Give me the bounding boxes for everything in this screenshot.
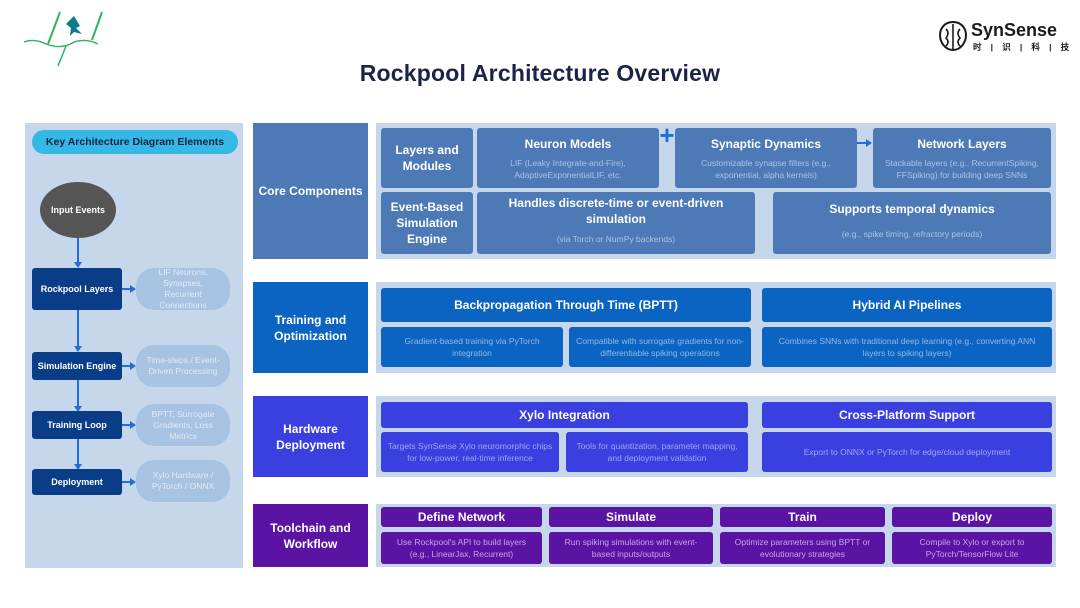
step-simulate-desc: Run spiking simulations with event-based…: [564, 537, 698, 559]
card-xylo-tools: Tools for quantization, parameter mappin…: [566, 432, 748, 472]
row-label-training: Training and Optimization: [253, 282, 368, 373]
card-bptt-pytorch: Gradient-based training via PyTorch inte…: [381, 327, 563, 367]
legend-link: [122, 288, 132, 290]
card-network-layers-desc: Stackable layers (e.g., RecurrentSpiking…: [884, 158, 1040, 180]
step-define-network-box: Use Rockpool's API to build layers (e.g.…: [381, 532, 542, 564]
step-simulate: Simulate: [549, 507, 713, 527]
rockpool-logo-icon: [23, 11, 103, 67]
card-xylo-chips: Targets SynSense Xylo neuromorphic chips…: [381, 432, 559, 472]
legend-link: [122, 481, 132, 483]
card-network-layers: Network Layers Stackable layers (e.g., R…: [873, 128, 1051, 188]
legend-input-events: Input Events: [40, 182, 116, 238]
card-cross-platform-header: Cross-Platform Support: [762, 402, 1052, 428]
legend-arrow: [74, 464, 82, 470]
legend-link: [122, 365, 132, 367]
card-discrete-title: Handles discrete-time or event-driven si…: [508, 196, 724, 226]
step-train-desc: Optimize parameters using BPTT or evolut…: [734, 537, 871, 559]
rockpool-logo: [22, 10, 104, 67]
legend-note-simulation-engine: Time-steps / Event-Driven Processing: [136, 345, 230, 387]
card-network-layers-title: Network Layers: [917, 137, 1007, 151]
card-layers-modules-label: Layers and Modules: [395, 143, 459, 173]
card-simulation-engine: Event-Based Simulation Engine: [381, 192, 473, 254]
legend-note-training-loop: BPTT, Surrogate Gradients, Loss Metrics: [136, 404, 230, 446]
step-define-network-desc: Use Rockpool's API to build layers (e.g.…: [396, 537, 527, 559]
legend-step-simulation-engine: Simulation Engine: [32, 352, 122, 380]
legend-arrow: [130, 478, 136, 486]
plus-icon: +: [659, 120, 675, 150]
legend-note-deployment: Xylo Hardware / PyTorch / ONNX: [136, 460, 230, 502]
step-deploy: Deploy: [892, 507, 1052, 527]
step-simulate-box: Run spiking simulations with event-based…: [549, 532, 713, 564]
card-hybrid-desc-box: Combines SNNs with traditional deep lear…: [762, 327, 1052, 367]
card-discrete-time: Handles discrete-time or event-driven si…: [477, 192, 755, 254]
legend-step-rockpool-layers: Rockpool Layers: [32, 268, 122, 310]
legend-arrow: [74, 262, 82, 268]
legend-arrow: [74, 406, 82, 412]
card-neuron-models-title: Neuron Models: [524, 137, 612, 151]
legend-note-rockpool-layers: LIF Neurons, Synapses, Recurrent Connect…: [136, 267, 230, 310]
synsense-logo-name: SynSense: [971, 20, 1058, 40]
card-xylo-tools-desc: Tools for quantization, parameter mappin…: [576, 441, 738, 463]
arrow-icon: [866, 139, 872, 147]
card-cross-platform-box: Export to ONNX or PyTorch for edge/cloud…: [762, 432, 1052, 472]
legend-arrow: [74, 346, 82, 352]
legend-link: [122, 424, 132, 426]
step-deploy-box: Compile to Xylo or export to PyTorch/Ten…: [892, 532, 1052, 564]
card-cross-platform-desc: Export to ONNX or PyTorch for edge/cloud…: [803, 447, 1011, 457]
card-temporal-desc: (e.g., spike timing, refractory periods): [841, 229, 983, 239]
row-label-hardware: Hardware Deployment: [253, 396, 368, 477]
card-layers-modules: Layers and Modules: [381, 128, 473, 188]
legend-arrow: [130, 362, 136, 370]
synsense-logo-subtitle: 时 | 识 | 科 | 技: [973, 42, 1073, 52]
step-train: Train: [720, 507, 885, 527]
card-synaptic-dynamics: Synaptic Dynamics Customizable synapse f…: [675, 128, 857, 188]
card-temporal-dynamics: Supports temporal dynamics (e.g., spike …: [773, 192, 1051, 254]
legend-title: Key Architecture Diagram Elements: [32, 130, 238, 154]
legend-step-deployment: Deployment: [32, 469, 122, 495]
legend-connector: [77, 439, 79, 465]
arrow-to-network-layers: [857, 142, 867, 144]
card-hybrid-desc: Combines SNNs with traditional deep lear…: [778, 336, 1036, 358]
row-label-toolchain: Toolchain and Workflow: [253, 504, 368, 567]
legend-connector: [77, 310, 79, 348]
legend-step-training-loop: Training Loop: [32, 411, 122, 439]
card-simulation-engine-label: Event-Based Simulation Engine: [390, 200, 464, 246]
card-bptt-surrogate-desc: Compatible with surrogate gradients for …: [576, 336, 744, 358]
card-synaptic-title: Synaptic Dynamics: [710, 137, 822, 151]
page-title: Rockpool Architecture Overview: [359, 60, 721, 86]
card-temporal-title: Supports temporal dynamics: [829, 202, 995, 216]
card-neuron-models-desc: LIF (Leaky Integrate-and-Fire), Adaptive…: [510, 158, 626, 180]
card-discrete-desc: (via Torch or NumPy backends): [556, 234, 676, 244]
legend-connector: [77, 380, 79, 408]
step-train-box: Optimize parameters using BPTT or evolut…: [720, 532, 885, 564]
card-bptt-pytorch-desc: Gradient-based training via PyTorch inte…: [404, 336, 540, 358]
legend-arrow: [130, 421, 136, 429]
legend-connector: [77, 238, 79, 262]
card-xylo-chips-desc: Targets SynSense Xylo neuromorphic chips…: [387, 441, 553, 463]
card-neuron-models: Neuron Models LIF (Leaky Integrate-and-F…: [477, 128, 659, 188]
row-label-core: Core Components: [253, 123, 368, 259]
brain-icon: [938, 20, 968, 52]
card-bptt-surrogate: Compatible with surrogate gradients for …: [569, 327, 751, 367]
card-hybrid-header: Hybrid AI Pipelines: [762, 288, 1052, 322]
card-synaptic-desc: Customizable synapse filters (e.g., expo…: [701, 158, 831, 180]
card-bptt-header: Backpropagation Through Time (BPTT): [381, 288, 751, 322]
legend-arrow: [130, 285, 136, 293]
step-deploy-desc: Compile to Xylo or export to PyTorch/Ten…: [919, 537, 1025, 559]
step-define-network: Define Network: [381, 507, 542, 527]
synsense-logo: SynSense 时 | 识 | 科 | 技: [938, 20, 1069, 54]
card-xylo-header: Xylo Integration: [381, 402, 748, 428]
